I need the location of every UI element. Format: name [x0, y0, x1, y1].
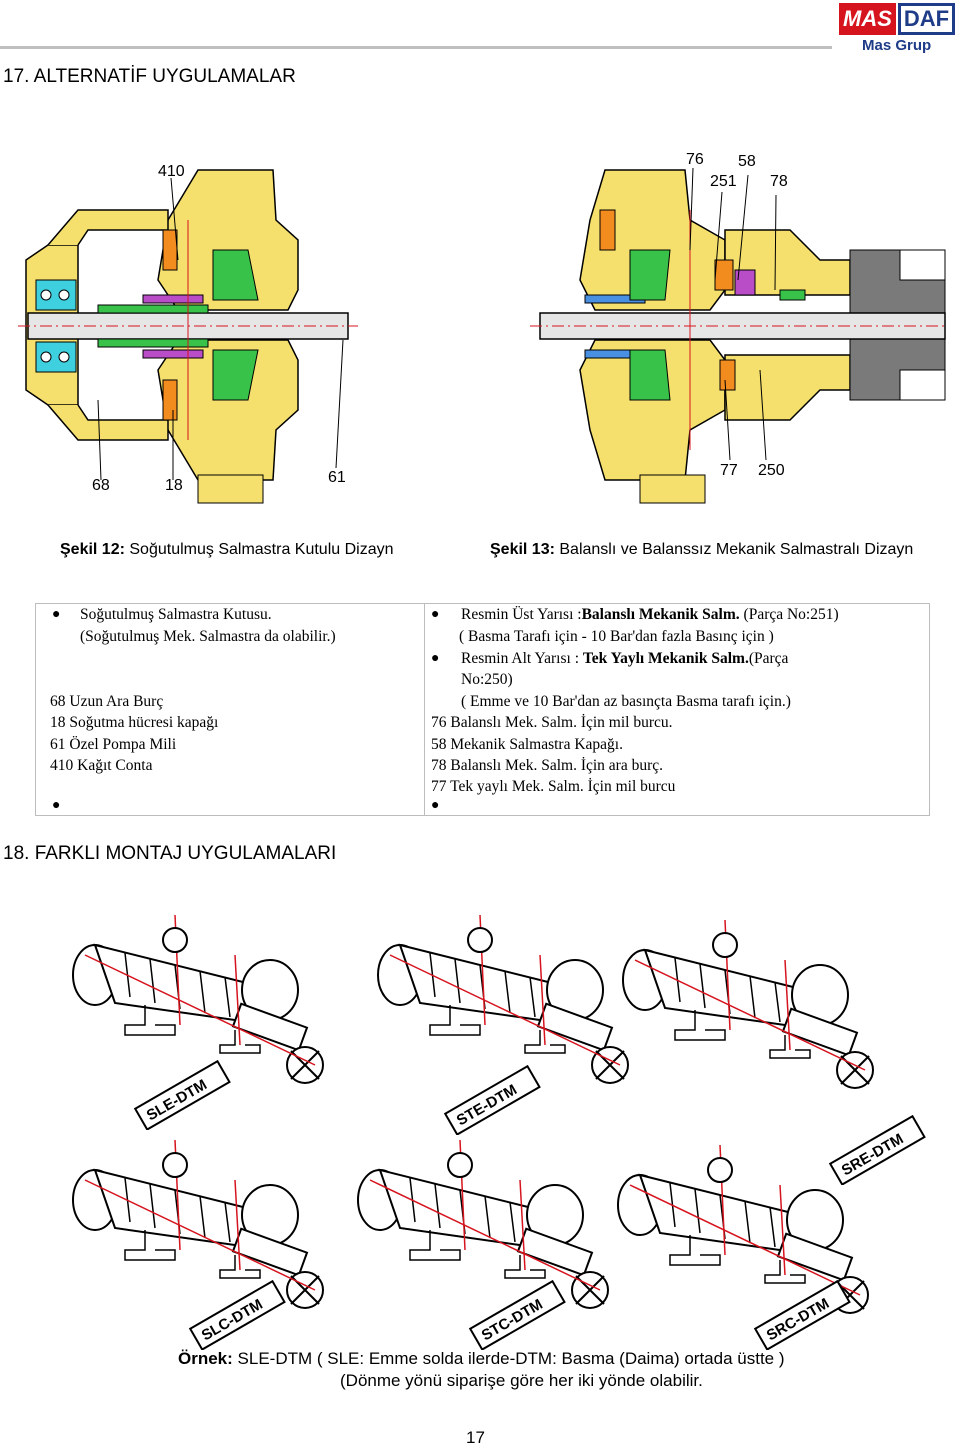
pump-tag-ste-dtm: STE-DTM — [443, 1065, 541, 1135]
figure-13-caption: Şekil 13: Balanslı ve Balanssız Mekanik … — [490, 541, 913, 559]
right-line-3b: Tek Yaylı Mekanik Salm. — [582, 650, 749, 667]
right-line-8: 78 Balanslı Mek. Salm. İçin ara burç. — [431, 757, 664, 774]
example-note-line-1: Örnek: SLE-DTM ( SLE: Emme solda ilerde-… — [178, 1349, 785, 1369]
pump-tag-sle-dtm: SLE-DTM — [133, 1060, 231, 1130]
mas-grup-logo-text: Mas Grup — [862, 37, 932, 54]
label-410: 410 — [158, 163, 185, 180]
bullet: ● — [52, 798, 61, 813]
left-line-5: 61 Özel Pompa Mili — [50, 736, 177, 753]
parts-table: ● Soğutulmuş Salmastra Kutusu. (Soğutulm… — [35, 603, 930, 816]
figure-12-caption-text: Soğutulmuş Salmastra Kutulu Dizayn — [124, 541, 394, 558]
label-250: 250 — [758, 462, 785, 479]
parts-table-right-cell: ● Resmin Üst Yarısı :Balanslı Mekanik Sa… — [424, 603, 930, 816]
header-rule — [0, 46, 832, 49]
right-line-1: Resmin Üst Yarısı :Balanslı Mekanik Salm… — [461, 606, 839, 624]
bullet: ● — [431, 651, 440, 666]
bullet: ● — [52, 607, 61, 622]
label-78: 78 — [770, 173, 788, 190]
bullet: ● — [431, 798, 440, 813]
label-76: 76 — [686, 151, 704, 168]
figure-12-drawing: 410 68 18 61 — [18, 163, 358, 504]
figure-13-drawing: 76 58 251 78 77 250 — [530, 151, 946, 504]
pump-tag-src-dtm: SRC-DTM — [753, 1280, 851, 1350]
right-line-6: 76 Balanslı Mek. Salm. İçin mil burcu. — [431, 714, 673, 731]
right-line-3: Resmin Alt Yarısı : Tek Yaylı Mekanik Sa… — [461, 650, 788, 668]
label-251: 251 — [710, 173, 737, 190]
left-line-1: Soğutulmuş Salmastra Kutusu. — [80, 606, 272, 623]
pump-drawing-sle-dtm — [72, 914, 324, 1084]
label-58: 58 — [738, 153, 756, 170]
right-line-1c: (Parça No:251) — [739, 606, 839, 623]
right-line-1b: Balanslı Mekanik Salm. — [581, 606, 740, 623]
pump-tag-slc-dtm: SLC-DTM — [188, 1280, 286, 1350]
right-line-4: No:250) — [461, 671, 513, 688]
figure-13-caption-text: Balanslı ve Balanssız Mekanik Salmastral… — [554, 541, 914, 558]
right-line-5: ( Emme ve 10 Bar'dan az basınçta Basma t… — [461, 693, 791, 710]
right-line-2: ( Basma Tarafı için - 10 Bar'dan fazla B… — [459, 628, 774, 645]
example-note-text: SLE-DTM ( SLE: Emme solda ilerde-DTM: Ba… — [232, 1349, 785, 1368]
right-line-3a: Resmin Alt Yarısı : — [461, 650, 583, 667]
left-line-2: (Soğutulmuş Mek. Salmastra da olabilir.) — [80, 628, 336, 645]
figure-12-caption: Şekil 12: Soğutulmuş Salmastra Kutulu Di… — [60, 541, 394, 559]
left-line-6: 410 Kağıt Conta — [50, 757, 153, 774]
pump-tag-stc-dtm: STC-DTM — [468, 1280, 566, 1350]
label-18: 18 — [165, 477, 183, 494]
section-17-title: 17. ALTERNATİF UYGULAMALAR — [3, 66, 296, 87]
bullet: ● — [431, 607, 440, 622]
label-61: 61 — [328, 469, 346, 486]
right-line-7: 58 Mekanik Salmastra Kapağı. — [431, 736, 623, 753]
daf-logo: DAF — [898, 3, 955, 35]
parts-table-left-cell: ● Soğutulmuş Salmastra Kutusu. (Soğutulm… — [35, 603, 425, 816]
figure-13-caption-label: Şekil 13: — [490, 541, 555, 558]
label-68: 68 — [92, 477, 110, 494]
figure-12-caption-label: Şekil 12: — [60, 541, 125, 558]
example-note-label: Örnek: — [178, 1349, 233, 1368]
left-line-3: 68 Uzun Ara Burç — [50, 693, 164, 710]
pump-drawing-sre-dtm — [622, 919, 874, 1089]
right-line-1a: Resmin Üst Yarısı : — [461, 606, 582, 623]
page-number: 17 — [466, 1428, 485, 1447]
left-line-4: 18 Soğutma hücresi kapağı — [50, 714, 219, 731]
pump-tag-sre-dtm: SRE-DTM — [828, 1115, 926, 1185]
example-note-line-2: (Dönme yönü siparişe göre her iki yönde … — [340, 1371, 703, 1390]
mas-logo: MAS — [839, 3, 896, 35]
right-line-9: 77 Tek yaylı Mek. Salm. İçin mil burcu — [431, 778, 676, 795]
right-line-3c: (Parça — [748, 650, 789, 667]
label-77: 77 — [720, 462, 738, 479]
section-18-title: 18. FARKLI MONTAJ UYGULAMALARI — [3, 843, 337, 864]
